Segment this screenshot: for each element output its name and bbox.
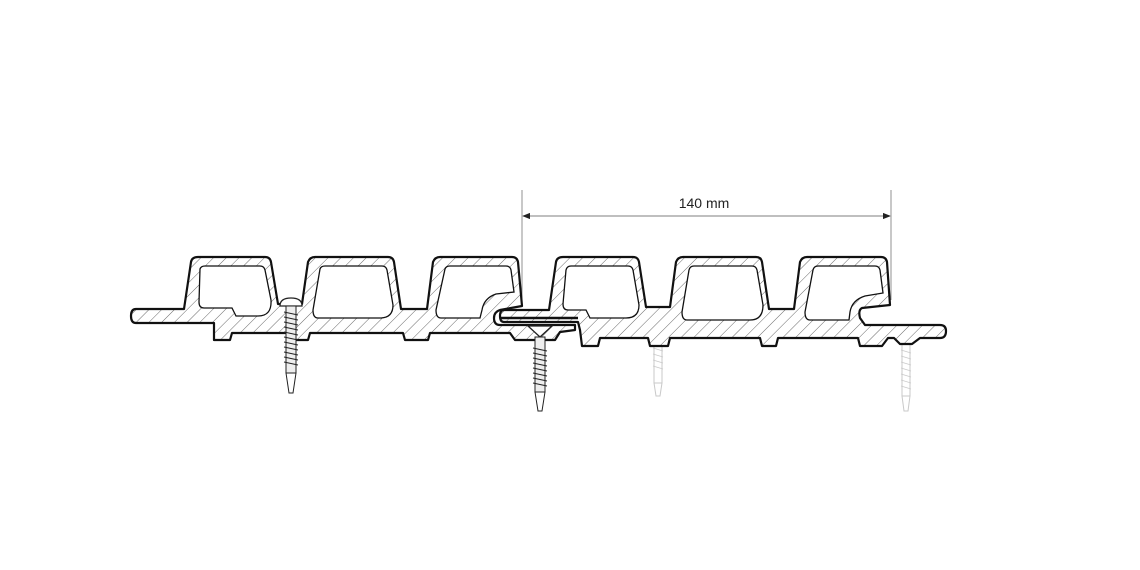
screw: [279, 297, 303, 394]
cladding-panel-left: [129, 255, 577, 342]
dimension-140mm: 140 mm: [521, 190, 892, 305]
screw: [526, 325, 554, 412]
cladding-panel-right: [498, 255, 948, 348]
dimension-label: 140 mm: [679, 195, 730, 211]
